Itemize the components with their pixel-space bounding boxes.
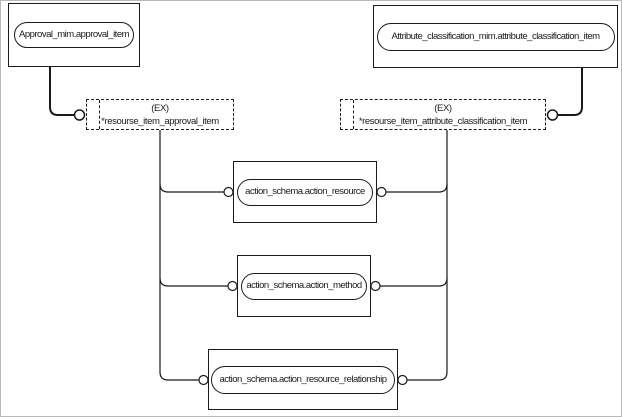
entity-attribute-classification-item: Attribute_classification_mim.attribute_c… — [373, 5, 618, 68]
junction-circle-ref-attribute — [546, 109, 559, 121]
ref-attribute-classification-label: *resourse_item_attribute_classification_… — [358, 115, 528, 127]
ref-box-divider — [99, 100, 100, 129]
entity-action-resource-label: action_schema.action_resource — [237, 178, 373, 206]
junction-circle-ref-approval — [73, 109, 86, 121]
connector-left-trunk — [159, 130, 199, 381]
entity-approval-item-label: Approval_mim.approval_item — [14, 22, 134, 48]
junction-circle-resource-right — [376, 186, 387, 198]
connector-approval-to-ref — [49, 67, 74, 116]
entity-approval-item: Approval_mim.approval_item — [8, 3, 140, 67]
ref-box-approval-item: (EX) *resourse_item_approval_item — [86, 99, 234, 130]
connector-left-branch-method — [159, 277, 228, 287]
junction-circle-relationship-left — [198, 374, 209, 386]
connector-right-branch-method — [380, 277, 448, 287]
entity-action-method: action_schema.action_method — [237, 255, 371, 317]
connector-left-branch-resource — [159, 183, 224, 193]
connector-attribute-to-ref — [558, 68, 583, 116]
entity-action-resource-relationship-label: action_schema.action_resource_relationsh… — [211, 365, 395, 394]
entity-action-resource-relationship: action_schema.action_resource_relationsh… — [208, 349, 398, 410]
entity-action-resource: action_schema.action_resource — [233, 161, 377, 223]
junction-circle-method-right — [370, 280, 381, 292]
connector-right-trunk — [407, 130, 448, 381]
junction-circle-relationship-right — [397, 374, 408, 386]
junction-circle-resource-left — [223, 186, 234, 198]
ref-approval-tag: (EX) — [151, 102, 169, 114]
ref-box-attribute-classification-item: (EX) *resourse_item_attribute_classifica… — [340, 99, 546, 130]
ref-box-divider — [353, 100, 354, 129]
entity-action-method-label: action_schema.action_method — [241, 272, 367, 300]
ref-approval-label: *resourse_item_approval_item — [101, 115, 219, 127]
entity-attribute-classification-item-label: Attribute_classification_mim.attribute_c… — [376, 22, 615, 51]
connector-right-branch-resource — [386, 183, 448, 193]
ref-attribute-classification-tag: (EX) — [434, 102, 452, 114]
junction-circle-method-left — [227, 280, 238, 292]
